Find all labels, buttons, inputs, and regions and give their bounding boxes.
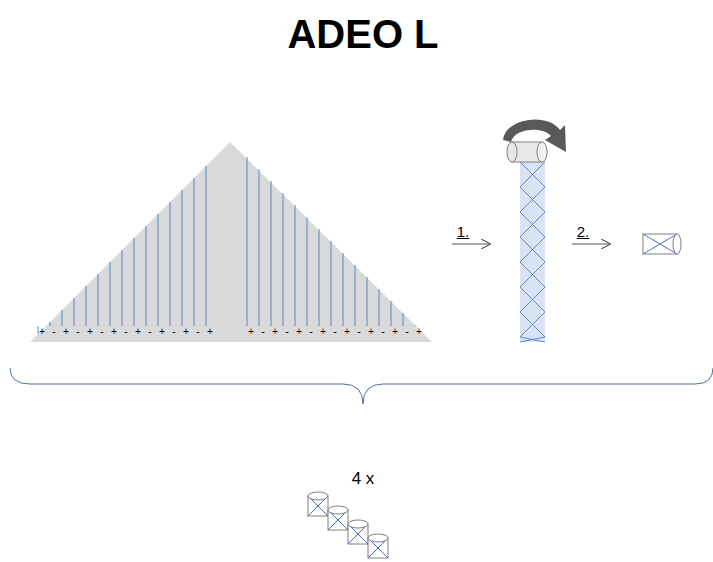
strip-cross	[520, 337, 545, 342]
fold-line	[307, 217, 308, 326]
strip-cross	[520, 212, 545, 237]
quantity: 4 x	[352, 470, 375, 487]
fold-line	[331, 241, 332, 326]
strip-cross	[520, 312, 545, 337]
strip-cross	[520, 287, 545, 312]
fold-line	[194, 178, 195, 326]
fold-line	[319, 229, 320, 326]
fold-line	[146, 226, 147, 326]
fold-line	[50, 322, 51, 326]
strip-pattern	[520, 162, 545, 342]
fold-line	[367, 277, 368, 326]
strip-cross	[520, 237, 545, 262]
polarity-marks: + - + - + - + - + - + - + - +	[248, 328, 422, 338]
fold-line	[415, 325, 416, 326]
fold-line	[110, 262, 111, 326]
fold-line	[158, 214, 159, 326]
fold-line	[134, 238, 135, 326]
bracket	[10, 368, 713, 404]
fold-line	[295, 205, 296, 326]
fold-line	[98, 274, 99, 326]
fold-lines	[38, 157, 415, 334]
fold-line	[343, 253, 344, 326]
strip-cross	[520, 162, 545, 187]
fold-line	[62, 310, 63, 326]
step-number: 2.	[577, 224, 590, 239]
fold-line	[122, 250, 123, 326]
strip-cross	[520, 237, 545, 262]
strip-cross	[520, 337, 545, 342]
strip-cross	[520, 187, 545, 212]
fold-line	[170, 202, 171, 326]
roll	[308, 492, 328, 516]
title: ADEO L	[287, 14, 438, 54]
strip-cross	[520, 162, 545, 187]
polarity-marks: + - + - + - + - + - + - + - +	[39, 328, 213, 338]
fold-line	[86, 286, 87, 326]
fold-line	[38, 326, 39, 334]
step-arrow	[452, 243, 490, 244]
strip-cross	[520, 312, 545, 337]
strip-cross	[520, 187, 545, 212]
strip-cross	[520, 262, 545, 287]
fold-line	[379, 289, 380, 326]
roll	[368, 534, 388, 558]
step-arrow	[572, 243, 610, 244]
roll-arrow	[503, 119, 566, 152]
fold-line	[391, 301, 392, 326]
strip-cross	[520, 212, 545, 237]
fold-line	[182, 190, 183, 326]
fold-line	[206, 166, 207, 326]
strip-cross	[520, 287, 545, 312]
strip-cross	[520, 262, 545, 287]
roll	[328, 506, 348, 530]
fabric-triangle	[30, 142, 432, 342]
fold-line	[403, 313, 404, 326]
roll	[348, 520, 368, 544]
fold-line	[74, 298, 75, 326]
fold-line	[271, 181, 272, 326]
step-number: 1.	[457, 224, 470, 239]
fold-line	[355, 265, 356, 326]
fold-line	[259, 169, 260, 326]
fold-line	[247, 157, 248, 326]
fold-line	[283, 193, 284, 326]
roll	[507, 142, 547, 162]
roll	[643, 234, 681, 254]
rolled-strip	[520, 160, 545, 342]
